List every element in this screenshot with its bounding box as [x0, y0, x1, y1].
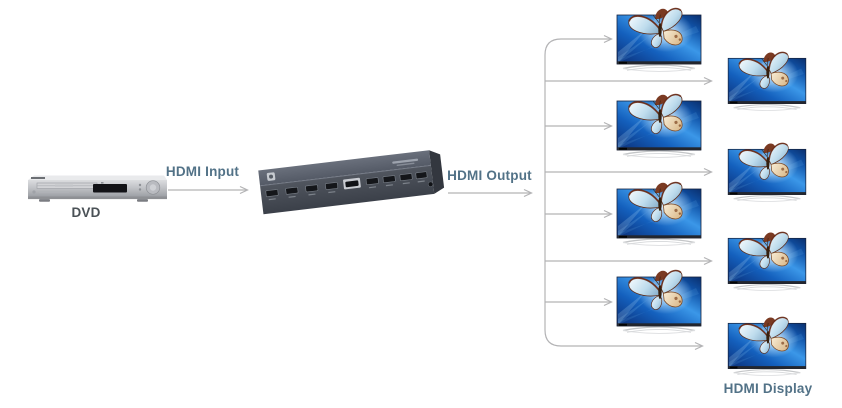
- splitter-top-face: [258, 150, 431, 186]
- hdmi-display-label: HDMI Display: [723, 381, 813, 396]
- hdmi-display-tv: [616, 89, 702, 159]
- hdmi-output-ports-left: [265, 182, 339, 197]
- dc-power-jack: [427, 181, 434, 187]
- splitter-marking: [392, 158, 419, 164]
- dvd-foot: [137, 199, 148, 202]
- hdmi-display-tv: [727, 227, 807, 292]
- output-bus: [544, 34, 713, 351]
- hdmi-display-tv: [727, 47, 807, 112]
- display-window: [93, 184, 127, 193]
- hdmi-display-tv: [616, 3, 702, 73]
- hdmi-output-arrow: [448, 188, 533, 198]
- hdmi-display-tv: [616, 177, 702, 247]
- port-labels: [268, 180, 425, 201]
- splitter-end-cap: [429, 150, 445, 194]
- hdmi-input-port: [343, 177, 361, 190]
- hdmi-display-tv: [616, 265, 702, 335]
- hdmi-output-ports-right: [365, 171, 428, 186]
- dvd-player: [28, 175, 167, 202]
- hdmi-display-tv: [727, 312, 807, 377]
- hdmi-display-tv: [727, 138, 807, 203]
- hdmi-input-arrow: [168, 185, 249, 195]
- dvd-label: DVD: [71, 205, 101, 220]
- dvd-foot: [39, 199, 50, 202]
- hdmi-input-label: HDMI Input: [165, 164, 240, 179]
- hdmi-splitter: [258, 150, 445, 215]
- dvd-brand-mark: [31, 177, 45, 179]
- hdmi-output-label: HDMI Output: [447, 168, 532, 183]
